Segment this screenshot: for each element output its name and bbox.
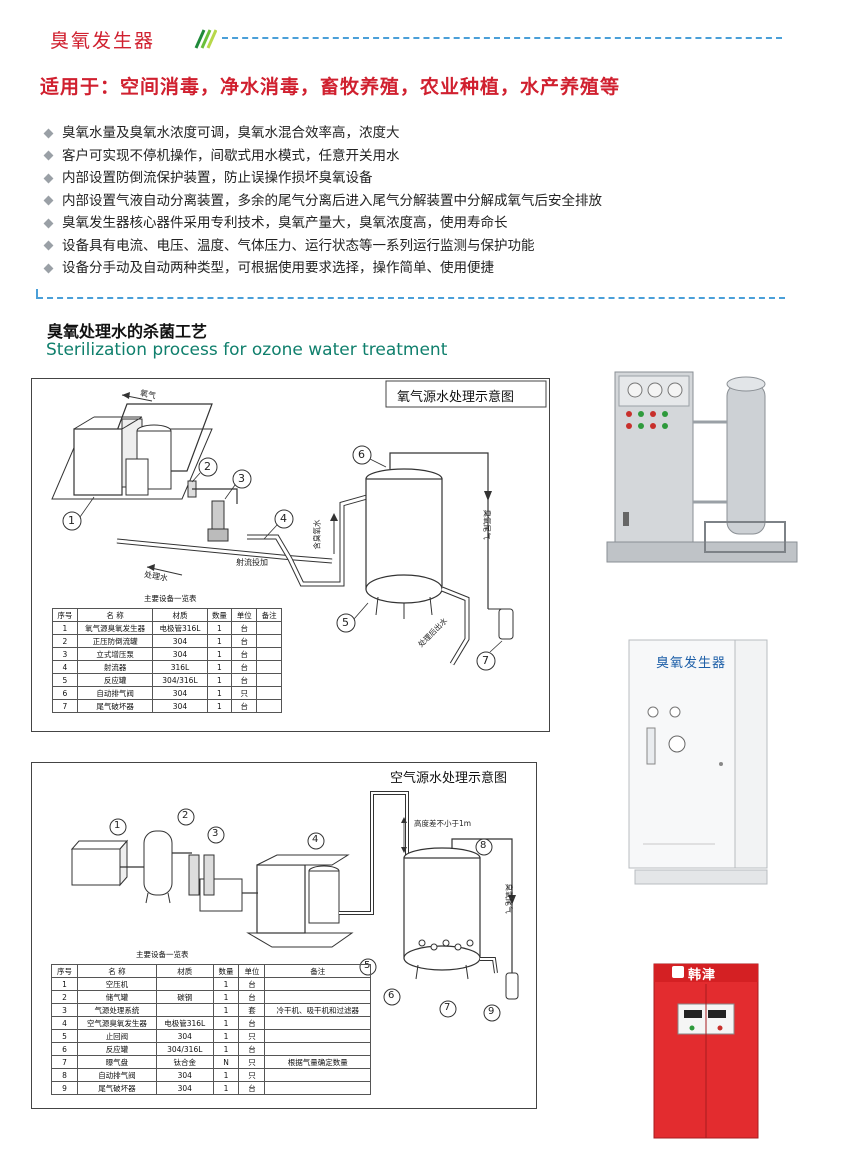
callout-8: 8: [480, 840, 487, 851]
air-source-diagram: 空气源水处理示意图 高度差不小于1m 臭氧尾气 1 2 3 4 5 6 7 8 …: [31, 762, 537, 1109]
callout-7: 7: [444, 1002, 451, 1013]
section-divider: [37, 297, 785, 299]
brand-logo-icon: [672, 966, 684, 978]
list-item: 臭氧发生器核心器件采用专利技术，臭氧产量大，臭氧浓度高，使用寿命长: [42, 212, 602, 235]
ejector-label: 射流投加: [236, 558, 268, 567]
callout-6: 6: [358, 448, 365, 461]
process-title-cn: 臭氧处理水的杀菌工艺: [47, 322, 208, 341]
header-divider: [222, 37, 782, 39]
table-caption: 主要设备一览表: [136, 950, 189, 959]
diamond-bullet-icon: [43, 173, 54, 184]
callout-2: 2: [182, 810, 189, 821]
callout-4: 4: [312, 834, 319, 845]
diagram-title: 空气源水处理示意图: [390, 771, 508, 786]
divider-tick: [36, 289, 38, 299]
tail-gas-label: 臭氧尾气: [504, 883, 514, 914]
white-ozone-generator-photo: [625, 634, 775, 892]
tail-gas-label: 臭氧尾气: [482, 509, 492, 540]
callout-3: 3: [238, 472, 245, 485]
air-diagram-drawing: [70, 791, 519, 1022]
slash-decoration: [194, 29, 217, 49]
diagram-title: 氧气源水处理示意图: [397, 390, 515, 405]
oxygen-diagram-drawing: [51, 380, 547, 671]
diamond-bullet-icon: [43, 240, 54, 251]
list-item: 客户可实现不停机操作，间歇式用水模式，任意开关用水: [42, 145, 602, 168]
table-header-row: 序号 名 称 材质 数量 单位 备注: [52, 608, 282, 622]
callout-1: 1: [68, 514, 75, 527]
white-cabinet-label: 臭氧发生器: [656, 656, 727, 671]
list-item: 臭氧水量及臭氧水浓度可调，臭氧水混合效率高，浓度大: [42, 122, 602, 145]
diamond-bullet-icon: [43, 218, 54, 229]
feature-list: 臭氧水量及臭氧水浓度可调，臭氧水混合效率高，浓度大 客户可实现不停机操作，间歇式…: [42, 122, 602, 280]
diamond-bullet-icon: [43, 195, 54, 206]
diamond-bullet-icon: [43, 263, 54, 274]
list-item: 内部设置气液自动分离装置，多余的尾气分离后进入尾气分解装置中分解成氧气后安全排放: [42, 190, 602, 213]
applications-subtitle: 适用于：空间消毒，净水消毒，畜牧养殖，农业种植，水产养殖等: [40, 76, 621, 98]
callout-1: 1: [114, 820, 121, 831]
height-note-label: 高度差不小于1m: [414, 819, 472, 828]
red-cabinet-brand: 韩津: [688, 968, 717, 983]
callout-3: 3: [212, 828, 219, 839]
list-item: 设备具有电流、电压、温度、气体压力、运行状态等一系列运行监测与保护功能: [42, 235, 602, 258]
diamond-bullet-icon: [43, 150, 54, 161]
table-caption: 主要设备一览表: [144, 594, 197, 603]
diamond-bullet-icon: [43, 128, 54, 139]
callout-2: 2: [204, 460, 211, 473]
list-item: 设备分手动及自动两种类型，可根据使用要求选择，操作简单、使用便捷: [42, 257, 602, 280]
callout-5: 5: [342, 616, 349, 629]
ozone-water-label: 含臭氧水: [312, 519, 322, 550]
callout-4: 4: [280, 512, 287, 525]
steel-ozone-generator-photo: [595, 362, 805, 592]
oxygen-source-diagram: 氧气源水处理示意图 1 2 3 4 5 6 7 氧气 处理水 射流投加 含臭氧水…: [31, 378, 550, 732]
callout-6: 6: [388, 990, 395, 1001]
section-title: 臭氧发生器: [50, 30, 156, 52]
process-title-en: Sterilization process for ozone water tr…: [46, 340, 448, 360]
callout-7: 7: [482, 654, 489, 667]
red-ozone-generator-photo: [653, 963, 759, 1139]
table-header-row: 序号 名 称 材质 数量 单位 备注: [51, 964, 371, 978]
callout-9: 9: [488, 1006, 495, 1017]
list-item: 内部设置防倒流保护装置，防止误操作损坏臭氧设备: [42, 167, 602, 190]
